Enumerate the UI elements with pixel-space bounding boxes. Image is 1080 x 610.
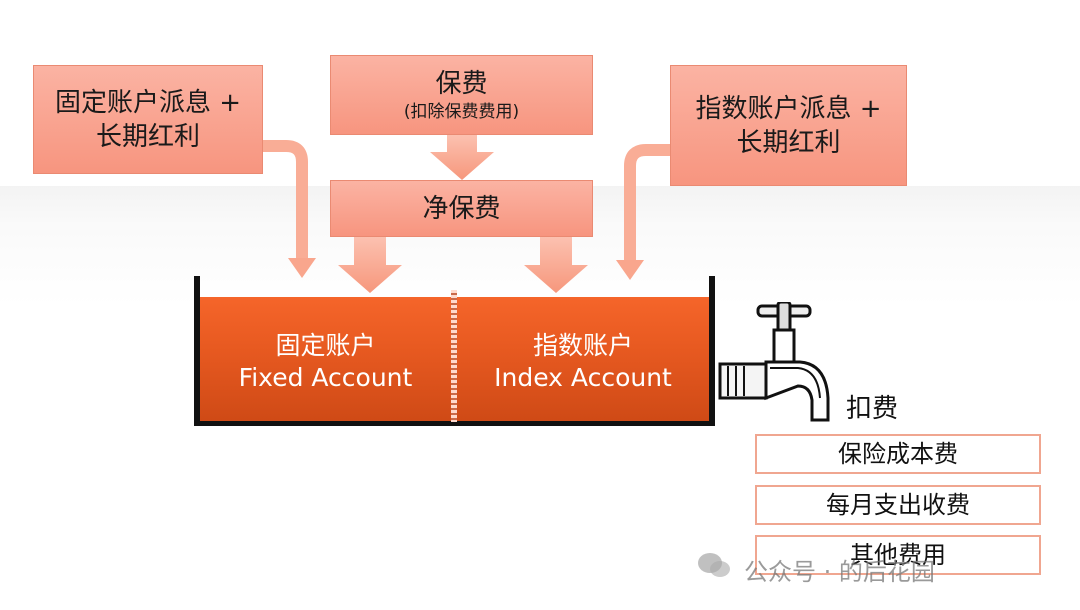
tank-left-wall bbox=[194, 276, 200, 426]
left-dividend-arrowhead bbox=[288, 258, 316, 278]
index-account: 指数账户 Index Account bbox=[457, 330, 709, 394]
premium-arrow bbox=[430, 135, 494, 180]
deduction-label: 扣费 bbox=[846, 394, 899, 424]
fee-item-monthly-expense: 每月支出收费 bbox=[755, 485, 1041, 525]
index-account-en: Index Account bbox=[494, 363, 672, 392]
premium-title: 保费 bbox=[435, 69, 488, 99]
net-premium-label: 净保费 bbox=[422, 193, 501, 224]
fixed-dividend-line2: 长期红利 bbox=[95, 121, 200, 152]
tank-bottom bbox=[194, 421, 715, 426]
left-dividend-arrow bbox=[263, 140, 308, 260]
index-account-cn: 指数账户 bbox=[532, 331, 633, 360]
right-dividend-arrow bbox=[624, 144, 670, 262]
premium-box: 保费 (扣除保费费用) bbox=[330, 55, 593, 135]
right-dividend-arrowhead bbox=[616, 260, 644, 280]
net-to-index-arrow bbox=[524, 237, 588, 293]
fixed-account: 固定账户 Fixed Account bbox=[200, 330, 451, 394]
premium-subtitle: (扣除保费费用) bbox=[403, 102, 520, 122]
fixed-account-en: Fixed Account bbox=[238, 363, 413, 392]
wechat-icon bbox=[698, 553, 730, 577]
index-dividend-line2: 长期红利 bbox=[736, 127, 841, 158]
net-to-fixed-arrow bbox=[338, 237, 402, 293]
index-dividend-line1: 指数账户派息 + bbox=[695, 93, 882, 124]
tank-right-wall bbox=[709, 276, 715, 426]
net-premium-box: 净保费 bbox=[330, 180, 593, 237]
fee-item-other: 其他费用 bbox=[755, 535, 1041, 575]
faucet-icon bbox=[718, 302, 830, 422]
index-dividend-box: 指数账户派息 + 长期红利 bbox=[670, 65, 907, 186]
fixed-account-cn: 固定账户 bbox=[275, 331, 376, 360]
fixed-dividend-box: 固定账户派息 + 长期红利 bbox=[33, 65, 263, 174]
fee-item-cost-of-insurance: 保险成本费 bbox=[755, 434, 1041, 474]
watermark: 公众号 · 的后花园 bbox=[744, 558, 935, 586]
fixed-dividend-line1: 固定账户派息 + bbox=[54, 87, 242, 118]
account-divider bbox=[451, 290, 457, 422]
